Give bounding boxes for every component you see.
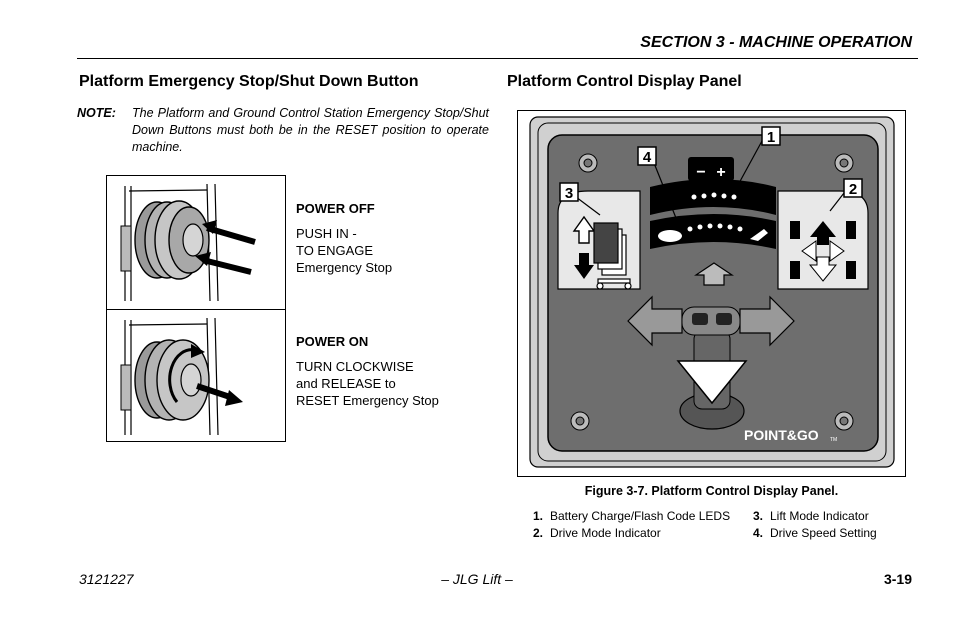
- brand-logo: POINT&GO: [744, 427, 819, 443]
- estop-illustration-table: [106, 175, 286, 442]
- drive-left-arrow-icon: [801, 240, 817, 262]
- svg-text:3: 3: [565, 185, 573, 202]
- note-text: The Platform and Ground Control Station …: [132, 106, 489, 154]
- joystick-down-arrow-icon: [676, 360, 748, 405]
- callout-4: 4: [637, 146, 679, 224]
- legend-item-3: 3.Lift Mode Indicator: [753, 509, 869, 523]
- lift-up-arrow-icon: [572, 215, 596, 244]
- note-block: NOTE: The Platform and Ground Control St…: [77, 105, 489, 156]
- screw-bottom-right: [834, 411, 854, 431]
- footer-doc-number: 3121227: [79, 571, 134, 587]
- turtle-icon: [658, 230, 682, 242]
- drive-speed-led-display: [650, 214, 776, 249]
- power-on-line-2: and RELEASE to: [296, 376, 396, 391]
- drive-forward-arrow-icon: [810, 221, 836, 245]
- battery-plus-label: +: [716, 164, 725, 181]
- figure-legend-col-2: 3.Lift Mode Indicator 4.Drive Speed Sett…: [753, 508, 877, 542]
- control-panel-figure: − +: [529, 116, 895, 468]
- joystick-area: [627, 262, 795, 430]
- battery-minus-label: −: [696, 164, 705, 181]
- drive-wheels-icon: [790, 221, 856, 279]
- display-panel-heading: Platform Control Display Panel: [507, 73, 742, 90]
- rabbit-icon: [750, 229, 768, 241]
- screw-bottom-left: [570, 411, 590, 431]
- section-header: SECTION 3 - MACHINE OPERATION: [640, 34, 912, 51]
- screw-top-right: [834, 153, 854, 173]
- power-on-line-1: TURN CLOCKWISE: [296, 359, 414, 374]
- power-on-instructions: POWER ON TURN CLOCKWISE and RELEASE to R…: [296, 333, 439, 409]
- power-off-instructions: POWER OFF PUSH IN - TO ENGAGE Emergency …: [296, 200, 392, 276]
- power-off-line-2: TO ENGAGE: [296, 243, 374, 258]
- figure-frame: − +: [517, 110, 906, 477]
- estop-heading: Platform Emergency Stop/Shut Down Button: [79, 73, 419, 90]
- drive-reverse-arrow-icon: [808, 256, 838, 282]
- figure-legend-col-1: 1.Battery Charge/Flash Code LEDS 2.Drive…: [533, 508, 730, 542]
- drive-right-arrow-icon: [829, 240, 845, 262]
- power-on-title: POWER ON: [296, 334, 369, 349]
- svg-text:4: 4: [643, 149, 652, 166]
- svg-text:2: 2: [849, 181, 857, 198]
- lift-mode-indicator: [557, 190, 641, 290]
- joystick-rabbit-button: [716, 313, 732, 325]
- power-off-line-1: PUSH IN -: [296, 226, 357, 241]
- joystick-turtle-button: [692, 313, 708, 325]
- scissor-lift-icon: [593, 222, 632, 290]
- power-on-line-3: RESET Emergency Stop: [296, 393, 439, 408]
- battery-led-display: − +: [650, 157, 776, 215]
- callout-1: 1: [737, 126, 781, 186]
- power-on-illustration: [107, 309, 285, 443]
- power-off-line-3: Emergency Stop: [296, 260, 393, 275]
- callout-2: 2: [829, 178, 863, 212]
- power-off-illustration: [107, 176, 285, 309]
- screw-top-left: [578, 153, 598, 173]
- lift-down-arrow-icon: [574, 253, 594, 279]
- svg-text:1: 1: [767, 129, 775, 146]
- drive-mode-indicator: [777, 190, 869, 290]
- legend-item-2: 2.Drive Mode Indicator: [533, 526, 661, 540]
- power-off-title: POWER OFF: [296, 201, 375, 216]
- trademark-mark: TM: [830, 437, 837, 443]
- footer-center: – JLG Lift –: [441, 571, 513, 587]
- callout-3: 3: [559, 182, 601, 216]
- joystick-up-arrow-icon: [694, 262, 734, 286]
- legend-item-1: 1.Battery Charge/Flash Code LEDS: [533, 509, 731, 523]
- legend-item-4: 4.Drive Speed Setting: [753, 526, 877, 540]
- figure-caption: Figure 3-7. Platform Control Display Pan…: [584, 484, 839, 498]
- header-rule: [77, 58, 918, 59]
- page-number: 3-19: [883, 571, 912, 587]
- note-label: NOTE:: [77, 106, 116, 120]
